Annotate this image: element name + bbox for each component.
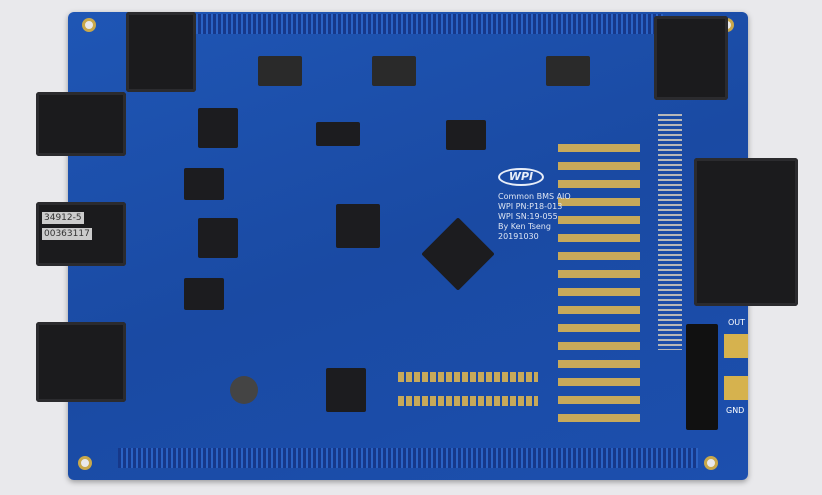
edge-connector-top xyxy=(183,14,663,34)
connector-left-2: 34912-5 00363117 xyxy=(36,202,126,266)
silk-date: 20191030 xyxy=(498,232,539,241)
wpi-logo: WPI xyxy=(498,168,544,186)
silk-sn: WPI SN:19-055 xyxy=(498,212,558,221)
transformer xyxy=(546,56,590,86)
silk-author: By Ken Tseng xyxy=(498,222,551,231)
ic-chip xyxy=(184,168,224,200)
ic-chip xyxy=(316,122,360,146)
connector-left-3 xyxy=(36,322,126,402)
chip-mark: 00363117 xyxy=(42,228,92,240)
mount-hole xyxy=(82,18,96,32)
connector-top-left xyxy=(126,12,196,92)
terminal-out xyxy=(724,334,748,358)
mount-hole xyxy=(704,456,718,470)
chip-mark: 34912-5 xyxy=(42,212,84,224)
microcontroller xyxy=(336,204,380,248)
inductor xyxy=(230,376,258,404)
edge-connector-bottom xyxy=(118,448,698,468)
pcb-board: 34912-5 00363117 WPI Common BMS AIO WPI … xyxy=(36,12,798,480)
transformer xyxy=(372,56,416,86)
ic-chip xyxy=(446,120,486,150)
mosfet-array xyxy=(686,324,718,430)
terminal-gnd xyxy=(724,376,748,400)
ic-chip xyxy=(184,278,224,310)
pad-row xyxy=(398,396,538,406)
resistor-array xyxy=(558,138,640,428)
ic-chip xyxy=(198,108,238,148)
pin-header xyxy=(658,114,682,350)
silk-pn: WPI PN:P18-013 xyxy=(498,202,563,211)
connector-top-right xyxy=(654,16,728,100)
label-gnd: GND xyxy=(726,406,745,415)
transformer xyxy=(258,56,302,86)
pad-row xyxy=(398,372,538,382)
label-out: OUT xyxy=(728,318,746,327)
ic-chip xyxy=(326,368,366,412)
silk-title: Common BMS AIO xyxy=(498,192,571,201)
mount-hole xyxy=(78,456,92,470)
ic-chip xyxy=(198,218,238,258)
microcontroller xyxy=(421,217,495,291)
connector-right-large xyxy=(694,158,798,306)
connector-left-1 xyxy=(36,92,126,156)
